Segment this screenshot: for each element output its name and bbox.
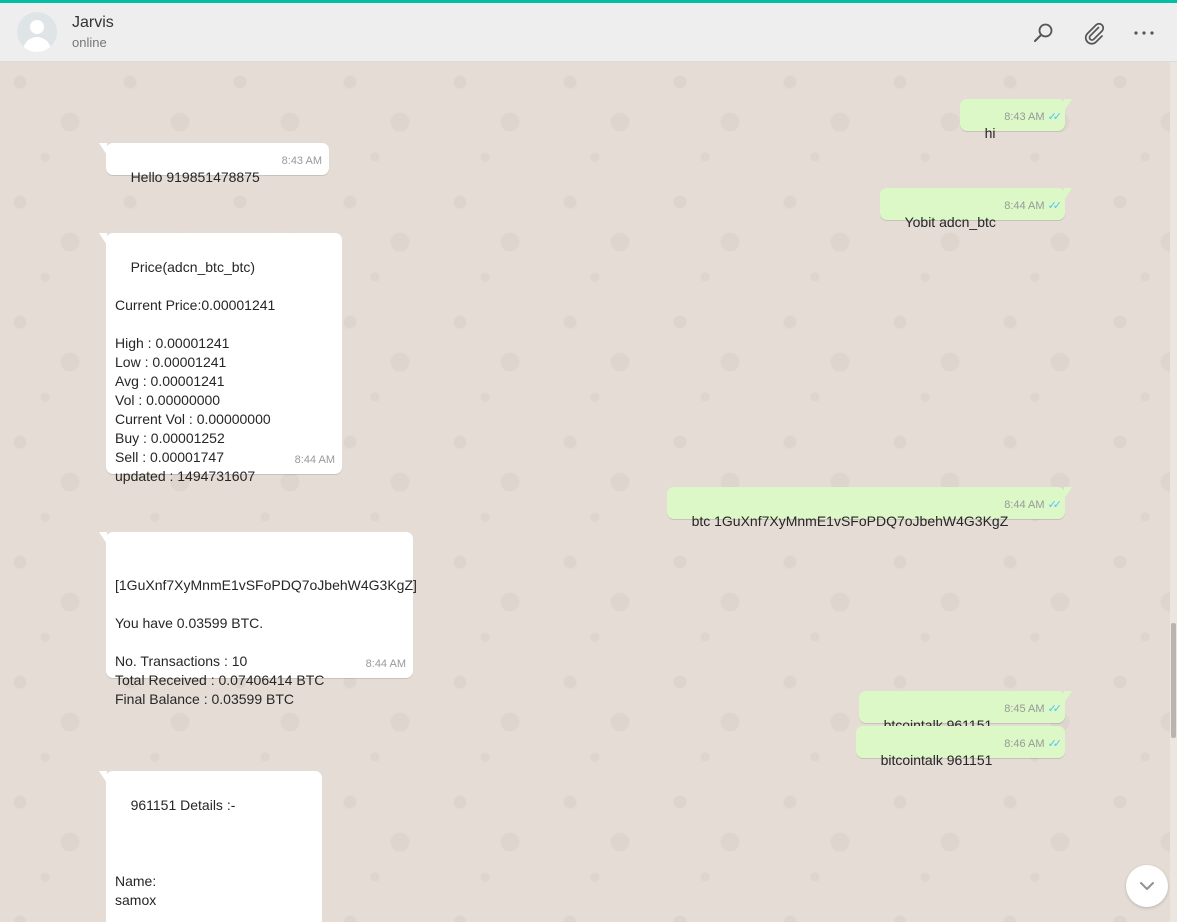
attach-icon[interactable]: [1082, 21, 1106, 45]
contact-status: online: [72, 35, 107, 50]
chat-header: Jarvis online: [0, 3, 1177, 62]
message-time: 8:44 AM: [365, 658, 406, 670]
double-check-icon: ✓✓: [1047, 200, 1063, 212]
message-out[interactable]: btc 1GuXnf7XyMnmE1vSFoPDQ7oJbehW4G3KgZ 8…: [667, 487, 1072, 529]
double-check-icon: ✓✓: [1047, 738, 1063, 750]
message-in[interactable]: Price(adcn_btc_btc) Current Price:0.0000…: [99, 233, 342, 484]
message-out[interactable]: hi 8:43 AM✓✓: [960, 99, 1072, 141]
message-time: 8:44 AM: [294, 454, 335, 466]
message-time: 8:44 AM: [1004, 499, 1045, 511]
scrollbar-track[interactable]: [1170, 62, 1177, 922]
message-text: Price(adcn_btc_btc) Current Price:0.0000…: [115, 259, 276, 484]
avatar-head: [30, 20, 44, 34]
message-text: 961151 Details :- Name: samox: [115, 797, 236, 908]
avatar[interactable]: [17, 12, 57, 52]
message-time: 8:43 AM: [1004, 111, 1045, 123]
message-out[interactable]: Yobit adcn_btc 8:44 AM✓✓: [880, 188, 1072, 230]
message-in[interactable]: 961151 Details :- Name: samox: [99, 771, 322, 922]
message-meta: 8:44 AM✓✓: [1004, 197, 1063, 216]
message-meta: 8:43 AM✓✓: [1004, 108, 1063, 127]
message-in[interactable]: Hello 919851478875 8:43 AM: [99, 143, 329, 185]
double-check-icon: ✓✓: [1047, 499, 1063, 511]
message-meta: 8:45 AM✓✓: [1004, 700, 1063, 719]
message-text: Hello 919851478875: [130, 169, 260, 185]
message-text: Yobit adcn_btc: [904, 214, 996, 230]
message-time: 8:45 AM: [1004, 703, 1045, 715]
accent-bar: [0, 0, 1177, 3]
avatar-torso: [23, 37, 51, 52]
message-in[interactable]: [1GuXnf7XyMnmE1vSFoPDQ7oJbehW4G3KgZ] You…: [99, 532, 417, 707]
message-meta: 8:46 AM✓✓: [1004, 735, 1063, 754]
contact-name[interactable]: Jarvis: [72, 14, 114, 31]
chevron-down-icon: [1140, 882, 1154, 890]
message-time: 8:43 AM: [281, 155, 322, 167]
message-meta: 8:44 AM✓✓: [1004, 496, 1063, 515]
double-check-icon: ✓✓: [1047, 703, 1063, 715]
message-list[interactable]: hi 8:43 AM✓✓ Hello 919851478875 8:43 AM …: [0, 62, 1170, 922]
message-time: 8:44 AM: [1004, 200, 1045, 212]
search-icon[interactable]: [1032, 21, 1056, 45]
scrollbar-thumb[interactable]: [1171, 623, 1176, 738]
double-check-icon: ✓✓: [1047, 111, 1063, 123]
message-text: [1GuXnf7XyMnmE1vSFoPDQ7oJbehW4G3KgZ] You…: [115, 577, 417, 707]
menu-icon[interactable]: [1132, 21, 1156, 45]
message-out[interactable]: btcointalk 961151 8:45 AM✓✓: [859, 691, 1072, 733]
scroll-down-button[interactable]: [1126, 865, 1168, 907]
message-text: btc 1GuXnf7XyMnmE1vSFoPDQ7oJbehW4G3KgZ: [691, 513, 1009, 529]
message-time: 8:46 AM: [1004, 738, 1045, 750]
message-out[interactable]: bitcointalk 961151 8:46 AM✓✓: [856, 726, 1065, 768]
message-text: bitcointalk 961151: [880, 752, 993, 768]
message-text: hi: [984, 125, 996, 141]
